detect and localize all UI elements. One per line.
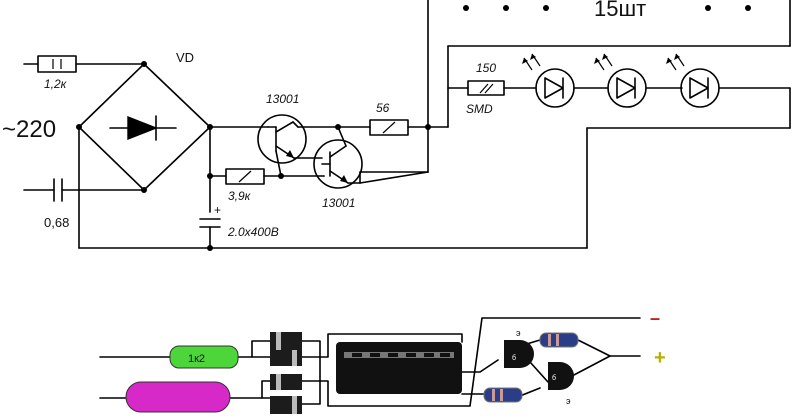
transistor-top-label: 13001 [266,92,299,106]
output-resistor-label: 56 [376,101,390,115]
schematic: ~220 1,2к 0,68 [2,0,791,251]
green-resistor: 1к2 [169,345,239,369]
mini-resistor-top [539,332,579,348]
board-layout: 1к2 э б [99,308,666,414]
terminal-minus: – [650,308,660,328]
bridge-label: VD [176,50,194,65]
board-transistor-top: э б [504,328,534,368]
smd-resistor: 150 SMD [466,61,537,116]
input-resistor-label: 1,2к [44,77,68,91]
capacitor-polarity: + [214,203,221,217]
smd-resistor-value: 150 [476,61,496,75]
emitter-top-label: э [516,328,521,338]
emitter-bottom-label: э [566,396,571,406]
transistor-top: 13001 [257,92,307,177]
input-capacitor: 0,68 [23,178,145,230]
transistor-bottom: 13001 [313,126,363,210]
base-resistor: 3,9к [209,168,325,203]
led-count-label: 15шт [594,0,646,21]
mains-voltage-label: ~220 [2,116,56,143]
filter-capacitor: + 2.0х400В [199,203,279,251]
board-transistor-bottom: э б [548,362,574,406]
green-resistor-label: 1к2 [188,353,205,365]
transistor-bottom-label: 13001 [322,196,355,210]
magenta-capacitor [125,381,231,413]
capacitor-label: 2.0х400В [227,225,279,239]
led-3 [666,53,720,108]
output-resistor: 56 [337,101,431,136]
input-capacitor-label: 0,68 [44,215,69,230]
led-1 [522,53,575,108]
base-resistor-label: 3,9к [228,189,252,203]
led-2 [594,53,647,108]
mini-resistor-bottom [483,387,523,403]
terminal-plus: + [654,347,666,369]
base-bottom-label: б [552,374,556,382]
bridge-diodes [270,332,302,414]
base-top-label: б [512,354,516,362]
smd-label: SMD [466,102,493,116]
diode-bridge: VD [76,50,213,193]
electrolytic-capacitor [336,342,462,394]
input-resistor: 1,2к [23,55,145,91]
